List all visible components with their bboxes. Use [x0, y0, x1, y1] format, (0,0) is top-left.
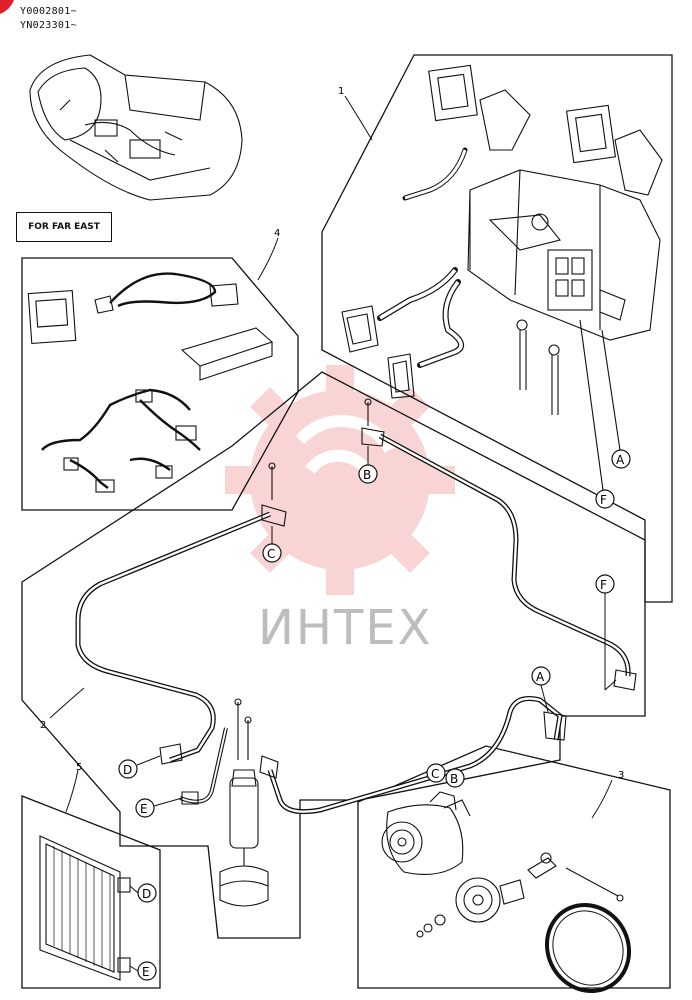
connection-markers [118, 449, 631, 981]
ref-d-pipe-marker [118, 759, 138, 779]
watermark-text: ИНТЕХ [258, 600, 433, 656]
region-note: FOR FAR EAST [16, 212, 112, 242]
harness-assembly [27, 272, 274, 493]
ref-e-pipe-label: E [140, 802, 148, 816]
pipe-receiver-a [267, 696, 563, 815]
corner-mark [0, 0, 14, 14]
condenser-assembly [39, 835, 131, 981]
serial-range-1: Y0002801~ [20, 6, 77, 17]
ref-b-compressor-marker [445, 768, 465, 788]
ref-b-pipe-label: B [363, 468, 371, 482]
ref-e-pipe-marker [135, 798, 155, 818]
ref-a-upper-marker [611, 449, 631, 469]
ref-e-condenser-label: E [142, 965, 150, 979]
outline-group-2 [21, 371, 646, 939]
section-outlines [21, 54, 673, 989]
ref-a-pipe-label: A [536, 670, 545, 684]
serial-range-2: YN023301~ [20, 20, 77, 31]
ref-d-condenser-label: D [142, 887, 151, 901]
ref-d-pipe-label: D [123, 763, 132, 777]
machine-sketch [29, 54, 243, 201]
ref-f-upper-marker [595, 489, 615, 509]
callout-group-3: 3 [618, 770, 624, 781]
outline-group-5 [21, 795, 161, 989]
outline-group-1 [321, 54, 673, 603]
compressor-assembly [381, 791, 632, 994]
watermark-gear [225, 365, 455, 595]
callout-group-2: 2 [40, 720, 46, 731]
callout-group-1: 1 [338, 86, 344, 97]
ref-a-upper-label: A [616, 453, 625, 467]
ref-c-compressor-label: C [431, 767, 439, 781]
callout-group-5: 5 [76, 762, 82, 773]
outline-group-3 [357, 745, 671, 989]
hvac-unit-assembly [341, 64, 663, 491]
callout-group-4: 4 [274, 228, 280, 239]
ref-c-compressor-marker [426, 763, 446, 783]
ref-b-compressor-label: B [450, 772, 458, 786]
ref-c-pipe-label: C [267, 547, 275, 561]
ref-f-pipe-label: F [600, 578, 607, 592]
ref-f-upper-label: F [600, 493, 607, 507]
callout-leaders [49, 95, 613, 819]
pipe-c-a [75, 511, 271, 763]
refrigerant-lines [75, 398, 637, 907]
